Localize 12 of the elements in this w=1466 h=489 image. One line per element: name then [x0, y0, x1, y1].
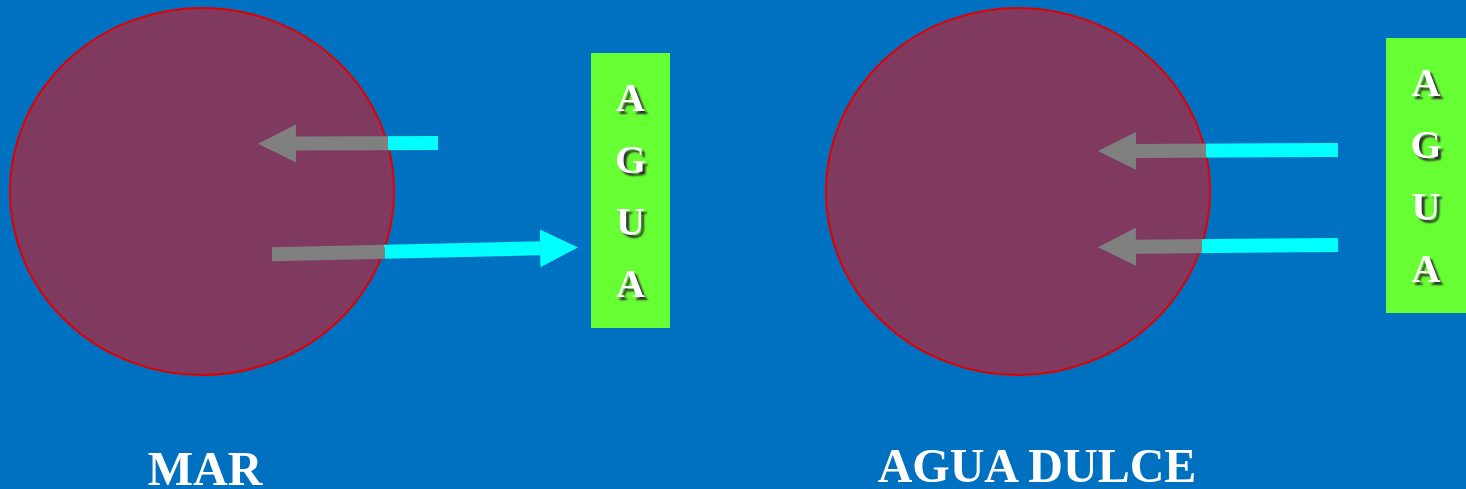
arrow: [271, 229, 578, 268]
node-label: AGUA DULCE: [877, 442, 1197, 489]
label-box: [591, 53, 670, 328]
arrow: [1098, 227, 1339, 266]
node-label: MAR: [147, 445, 263, 489]
circle-shape: [9, 7, 395, 376]
vertical-label: AGUA: [1409, 59, 1443, 293]
circle-shape: [825, 7, 1211, 376]
vertical-label: AGUA: [613, 74, 648, 308]
arrow: [1098, 131, 1339, 170]
arrow: [258, 124, 439, 163]
label-box: [1386, 38, 1466, 313]
